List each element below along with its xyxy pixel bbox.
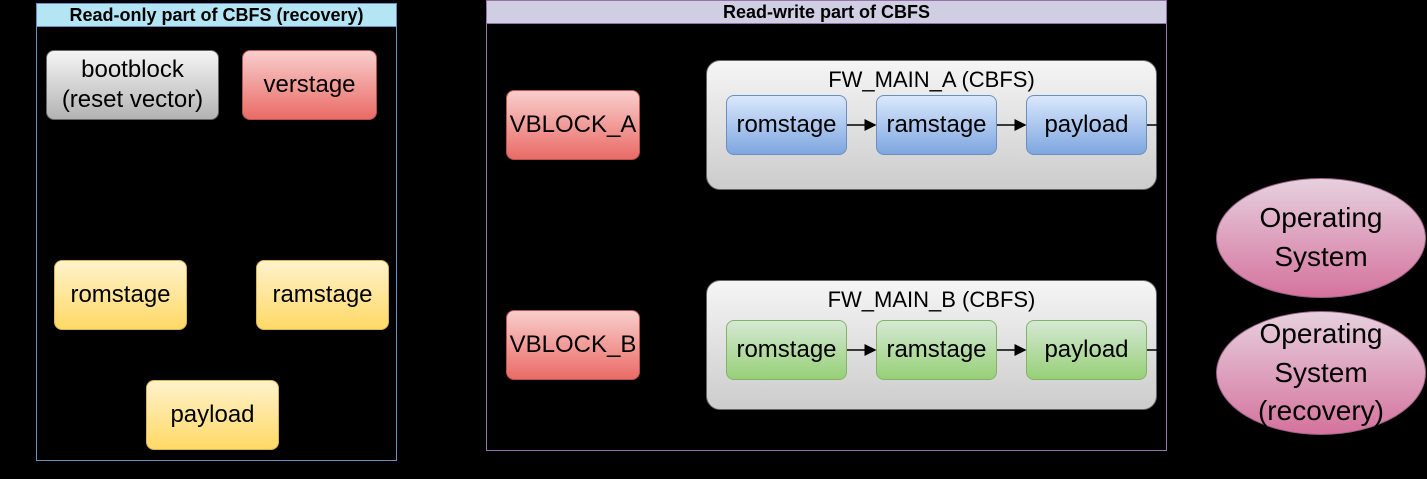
operating-system-node: Operating System <box>1216 178 1426 298</box>
fw-main-a-romstage-node: romstage <box>726 95 847 155</box>
bootblock-node: bootblock (reset vector) <box>46 50 219 120</box>
fw-main-b-romstage-node: romstage <box>726 320 847 380</box>
readonly-container-title: Read-only part of CBFS (recovery) <box>37 4 396 27</box>
readwrite-container: Read-write part of CBFS <box>486 0 1167 451</box>
operating-system-recovery-label: Operating System (recovery) <box>1257 318 1384 427</box>
operating-system-label: Operating System <box>1259 202 1383 272</box>
fw-main-b-ramstage-node: ramstage <box>876 320 997 380</box>
readonly-container: Read-only part of CBFS (recovery) <box>36 3 397 461</box>
fw-main-a-payload-node: payload <box>1026 95 1147 155</box>
readonly-romstage-node: romstage <box>54 260 187 330</box>
vblock-a-node: VBLOCK_A <box>506 90 640 160</box>
fw-main-a-ramstage-node: ramstage <box>876 95 997 155</box>
vblock-b-node: VBLOCK_B <box>506 310 640 380</box>
verstage-node: verstage <box>242 50 377 120</box>
operating-system-recovery-node: Operating System (recovery) <box>1216 311 1426 435</box>
fw-main-b-label: FW_MAIN_B (CBFS) <box>827 287 1036 312</box>
readonly-payload-node: payload <box>146 380 279 450</box>
readonly-ramstage-node: ramstage <box>256 260 389 330</box>
fw-main-a-label: FW_MAIN_A (CBFS) <box>828 67 1035 92</box>
fw-main-b-payload-node: payload <box>1026 320 1147 380</box>
readwrite-container-title: Read-write part of CBFS <box>487 1 1166 24</box>
